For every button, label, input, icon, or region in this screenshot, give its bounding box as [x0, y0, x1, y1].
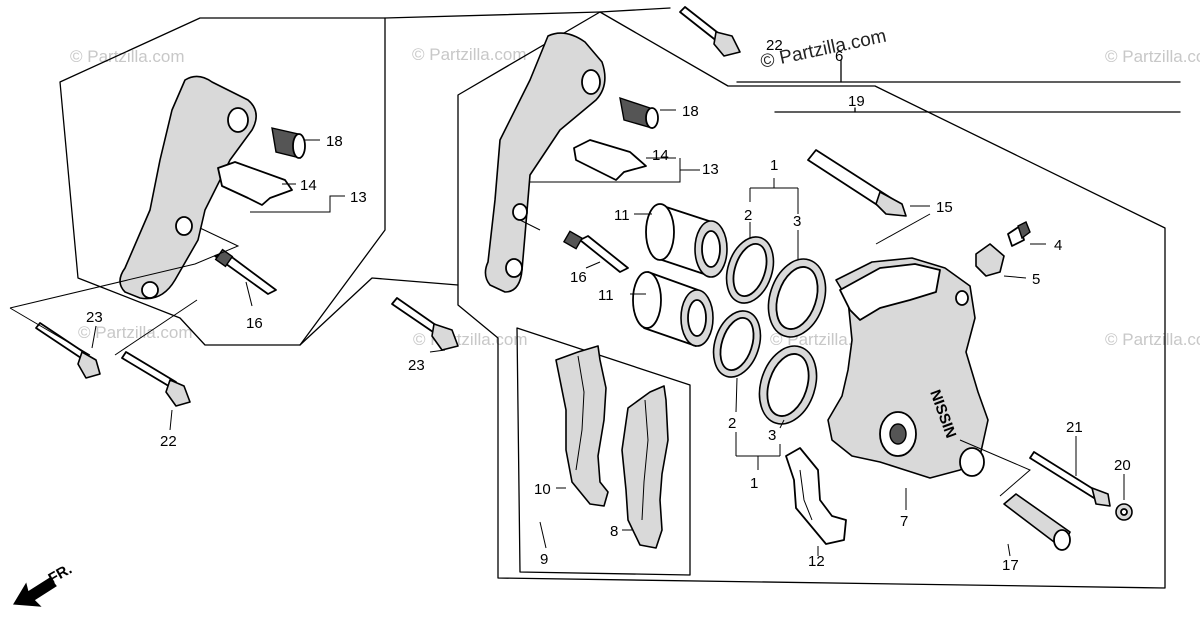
- pin-plug-20: [1115, 503, 1133, 521]
- callout-18: 18: [682, 103, 699, 120]
- callout-6: 6: [835, 48, 843, 65]
- watermark-text: © Partzilla.com: [412, 45, 527, 64]
- callout-22: 22: [160, 433, 177, 450]
- callout-2: 2: [728, 415, 736, 432]
- callout-20: 20: [1114, 457, 1131, 474]
- callout-labels: 1 1 2 2 3 3 4 5 6 7 8 9 10 11 11 12 13 1…: [86, 37, 1131, 574]
- callout-10: 10: [534, 481, 551, 498]
- slide-pin-15: [807, 149, 907, 217]
- pin-boot-18: [271, 127, 306, 159]
- pad-spring-12: [785, 447, 847, 545]
- main-bracket-assembly: [391, 6, 741, 353]
- front-direction-indicator: FR.: [12, 561, 75, 607]
- callout-9: 9: [540, 551, 548, 568]
- callout-17: 17: [1002, 557, 1019, 574]
- watermark-text: © Partzilla.com: [70, 47, 185, 66]
- bleeder-cap-5: [975, 243, 1005, 277]
- callout-23: 23: [408, 357, 425, 374]
- dust-seal-3-upper: [767, 258, 827, 338]
- pin-boot-18-main: [619, 96, 659, 129]
- pad-spring-clip-14-main: [573, 139, 647, 181]
- piston-seal-2-upper: [725, 236, 775, 304]
- callout-18: 18: [326, 133, 343, 150]
- callout-8: 8: [610, 523, 618, 540]
- callout-4: 4: [1054, 237, 1062, 254]
- bolt-22-top: [679, 6, 741, 57]
- slide-pin-17: [1003, 493, 1071, 551]
- watermark-text: © Partzilla.com: [78, 323, 193, 342]
- left-bracket-assembly: [9, 75, 345, 431]
- watermark-text: © Partzilla.com: [1105, 330, 1200, 349]
- callout-3: 3: [793, 213, 801, 230]
- bracket-pin-16-main: [562, 230, 629, 273]
- pad-pin-21: [1029, 451, 1111, 507]
- watermark-text: © Partzilla.com: [1105, 47, 1200, 66]
- callout-12: 12: [808, 553, 825, 570]
- callout-16: 16: [246, 315, 263, 332]
- bleeder-screw-4: [1007, 221, 1031, 247]
- callout-11: 11: [598, 287, 614, 304]
- front-arrow-icon: [12, 577, 57, 607]
- dust-seal-3-lower: [758, 345, 818, 425]
- callout-15: 15: [936, 199, 953, 216]
- pad-spring-clip-14: [217, 161, 293, 206]
- callout-23: 23: [86, 309, 103, 326]
- bolt-22-left: [121, 351, 191, 407]
- bolt-23-main: [391, 297, 459, 351]
- callout-3: 3: [768, 427, 776, 444]
- callout-14: 14: [652, 147, 669, 164]
- piston-seal-2-lower: [712, 310, 762, 378]
- brake-pads: [539, 345, 669, 549]
- piston-11-lower: [632, 271, 714, 347]
- callout-11: 11: [614, 207, 630, 224]
- callout-13: 13: [350, 189, 367, 206]
- piston-11-upper: [645, 203, 728, 278]
- bracket-pin-16: [214, 248, 277, 295]
- callout-13: 13: [702, 161, 719, 178]
- callout-14: 14: [300, 177, 317, 194]
- pistons-and-seals: [630, 178, 827, 470]
- callout-21: 21: [1066, 419, 1083, 436]
- callout-5: 5: [1032, 271, 1040, 288]
- callout-1: 1: [770, 157, 778, 174]
- group-frames: [59, 7, 1181, 589]
- callout-16: 16: [570, 269, 587, 286]
- callout-19: 19: [848, 93, 865, 110]
- callout-7: 7: [900, 513, 908, 530]
- caliper-bracket: [119, 75, 257, 300]
- caliper-body-assembly: NISSIN: [785, 149, 1133, 557]
- watermark-text: © Partzilla.com: [413, 330, 528, 349]
- callout-22: 22: [766, 37, 783, 54]
- callout-1: 1: [750, 475, 758, 492]
- callout-2: 2: [744, 207, 752, 224]
